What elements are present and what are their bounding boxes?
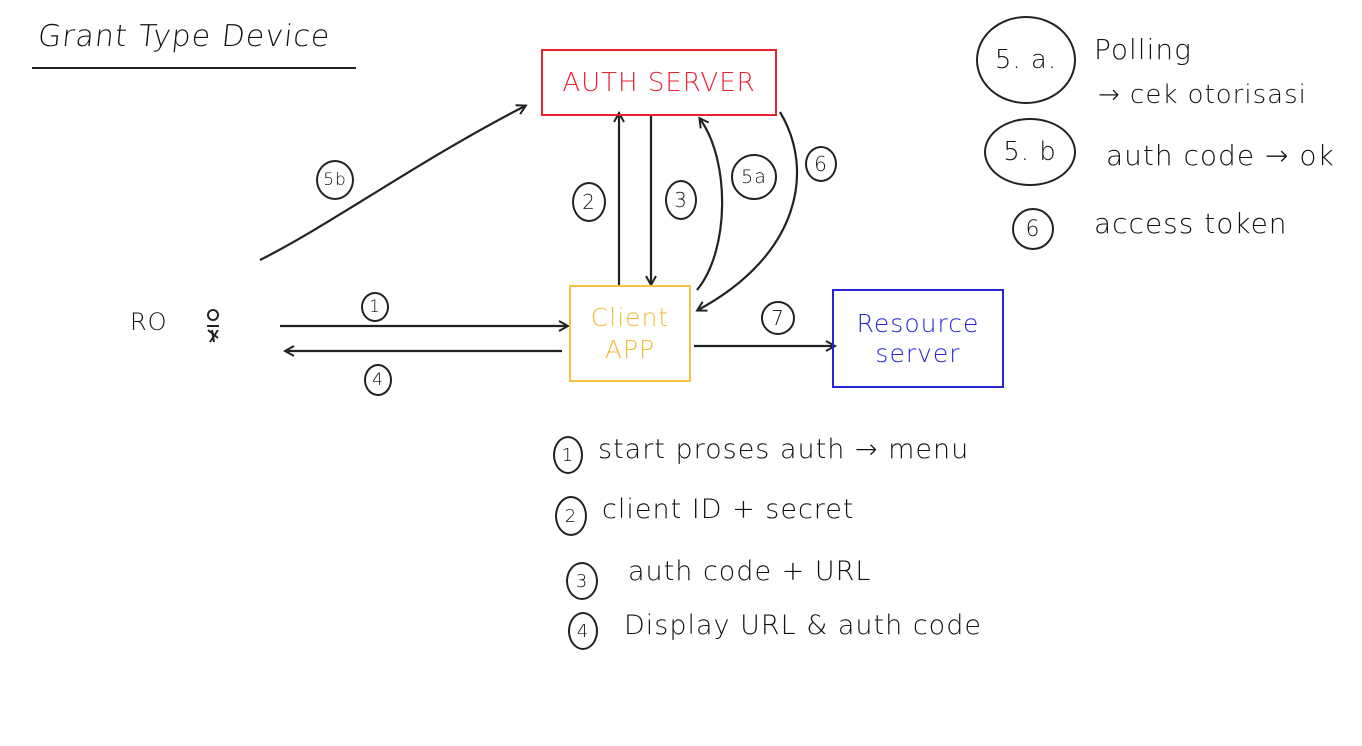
note-text-5b: auth code → ok — [1106, 139, 1335, 172]
note-num-6: 6 — [1012, 208, 1054, 250]
resource-owner-label: RO — [130, 308, 168, 336]
arrow-5b — [259, 106, 525, 261]
legend-num-2: 2 — [555, 496, 587, 536]
resource-server-label-line1: Resource — [856, 308, 980, 338]
arrow-6 — [698, 111, 799, 310]
step-badge-6: 6 — [805, 146, 837, 182]
resource-server-label-line2: server — [875, 338, 961, 368]
step-badge-5a: 5a — [731, 154, 777, 200]
client-app-box: Client APP — [569, 285, 691, 382]
note-num-5a: 5. a. — [976, 16, 1076, 104]
step-badge-5b: 5b — [316, 160, 354, 200]
note-num-5b: 5. b — [984, 118, 1076, 186]
step-badge-7: 7 — [761, 301, 795, 335]
auth-server-label: AUTH SERVER — [562, 67, 756, 98]
legend-text-1: start proses auth → menu — [598, 434, 970, 465]
step-badge-4: 4 — [364, 364, 392, 396]
client-app-label-line2: APP — [604, 334, 656, 364]
legend-text-2: client ID + secret — [602, 494, 855, 525]
step-badge-3: 3 — [665, 180, 697, 220]
client-app-label-line1: Client — [590, 303, 670, 333]
resource-server-box: Resource server — [832, 289, 1004, 388]
legend-text-3: auth code + URL — [628, 556, 872, 587]
step-badge-2: 2 — [572, 182, 606, 222]
legend-num-3: 3 — [566, 562, 598, 600]
legend-text-4: Display URL & auth code — [624, 610, 982, 641]
note-sub-5a: → cek otorisasi — [1098, 80, 1307, 110]
title-underline — [32, 67, 356, 69]
step-badge-1: 1 — [361, 292, 389, 322]
arrow-5a — [696, 119, 724, 291]
note-text-5a: Polling — [1094, 33, 1192, 66]
legend-num-4: 4 — [568, 612, 598, 650]
note-text-6: access token — [1094, 207, 1288, 240]
legend-num-1: 1 — [553, 436, 583, 474]
resource-owner-icon — [207, 309, 219, 343]
auth-server-box: AUTH SERVER — [541, 49, 777, 116]
